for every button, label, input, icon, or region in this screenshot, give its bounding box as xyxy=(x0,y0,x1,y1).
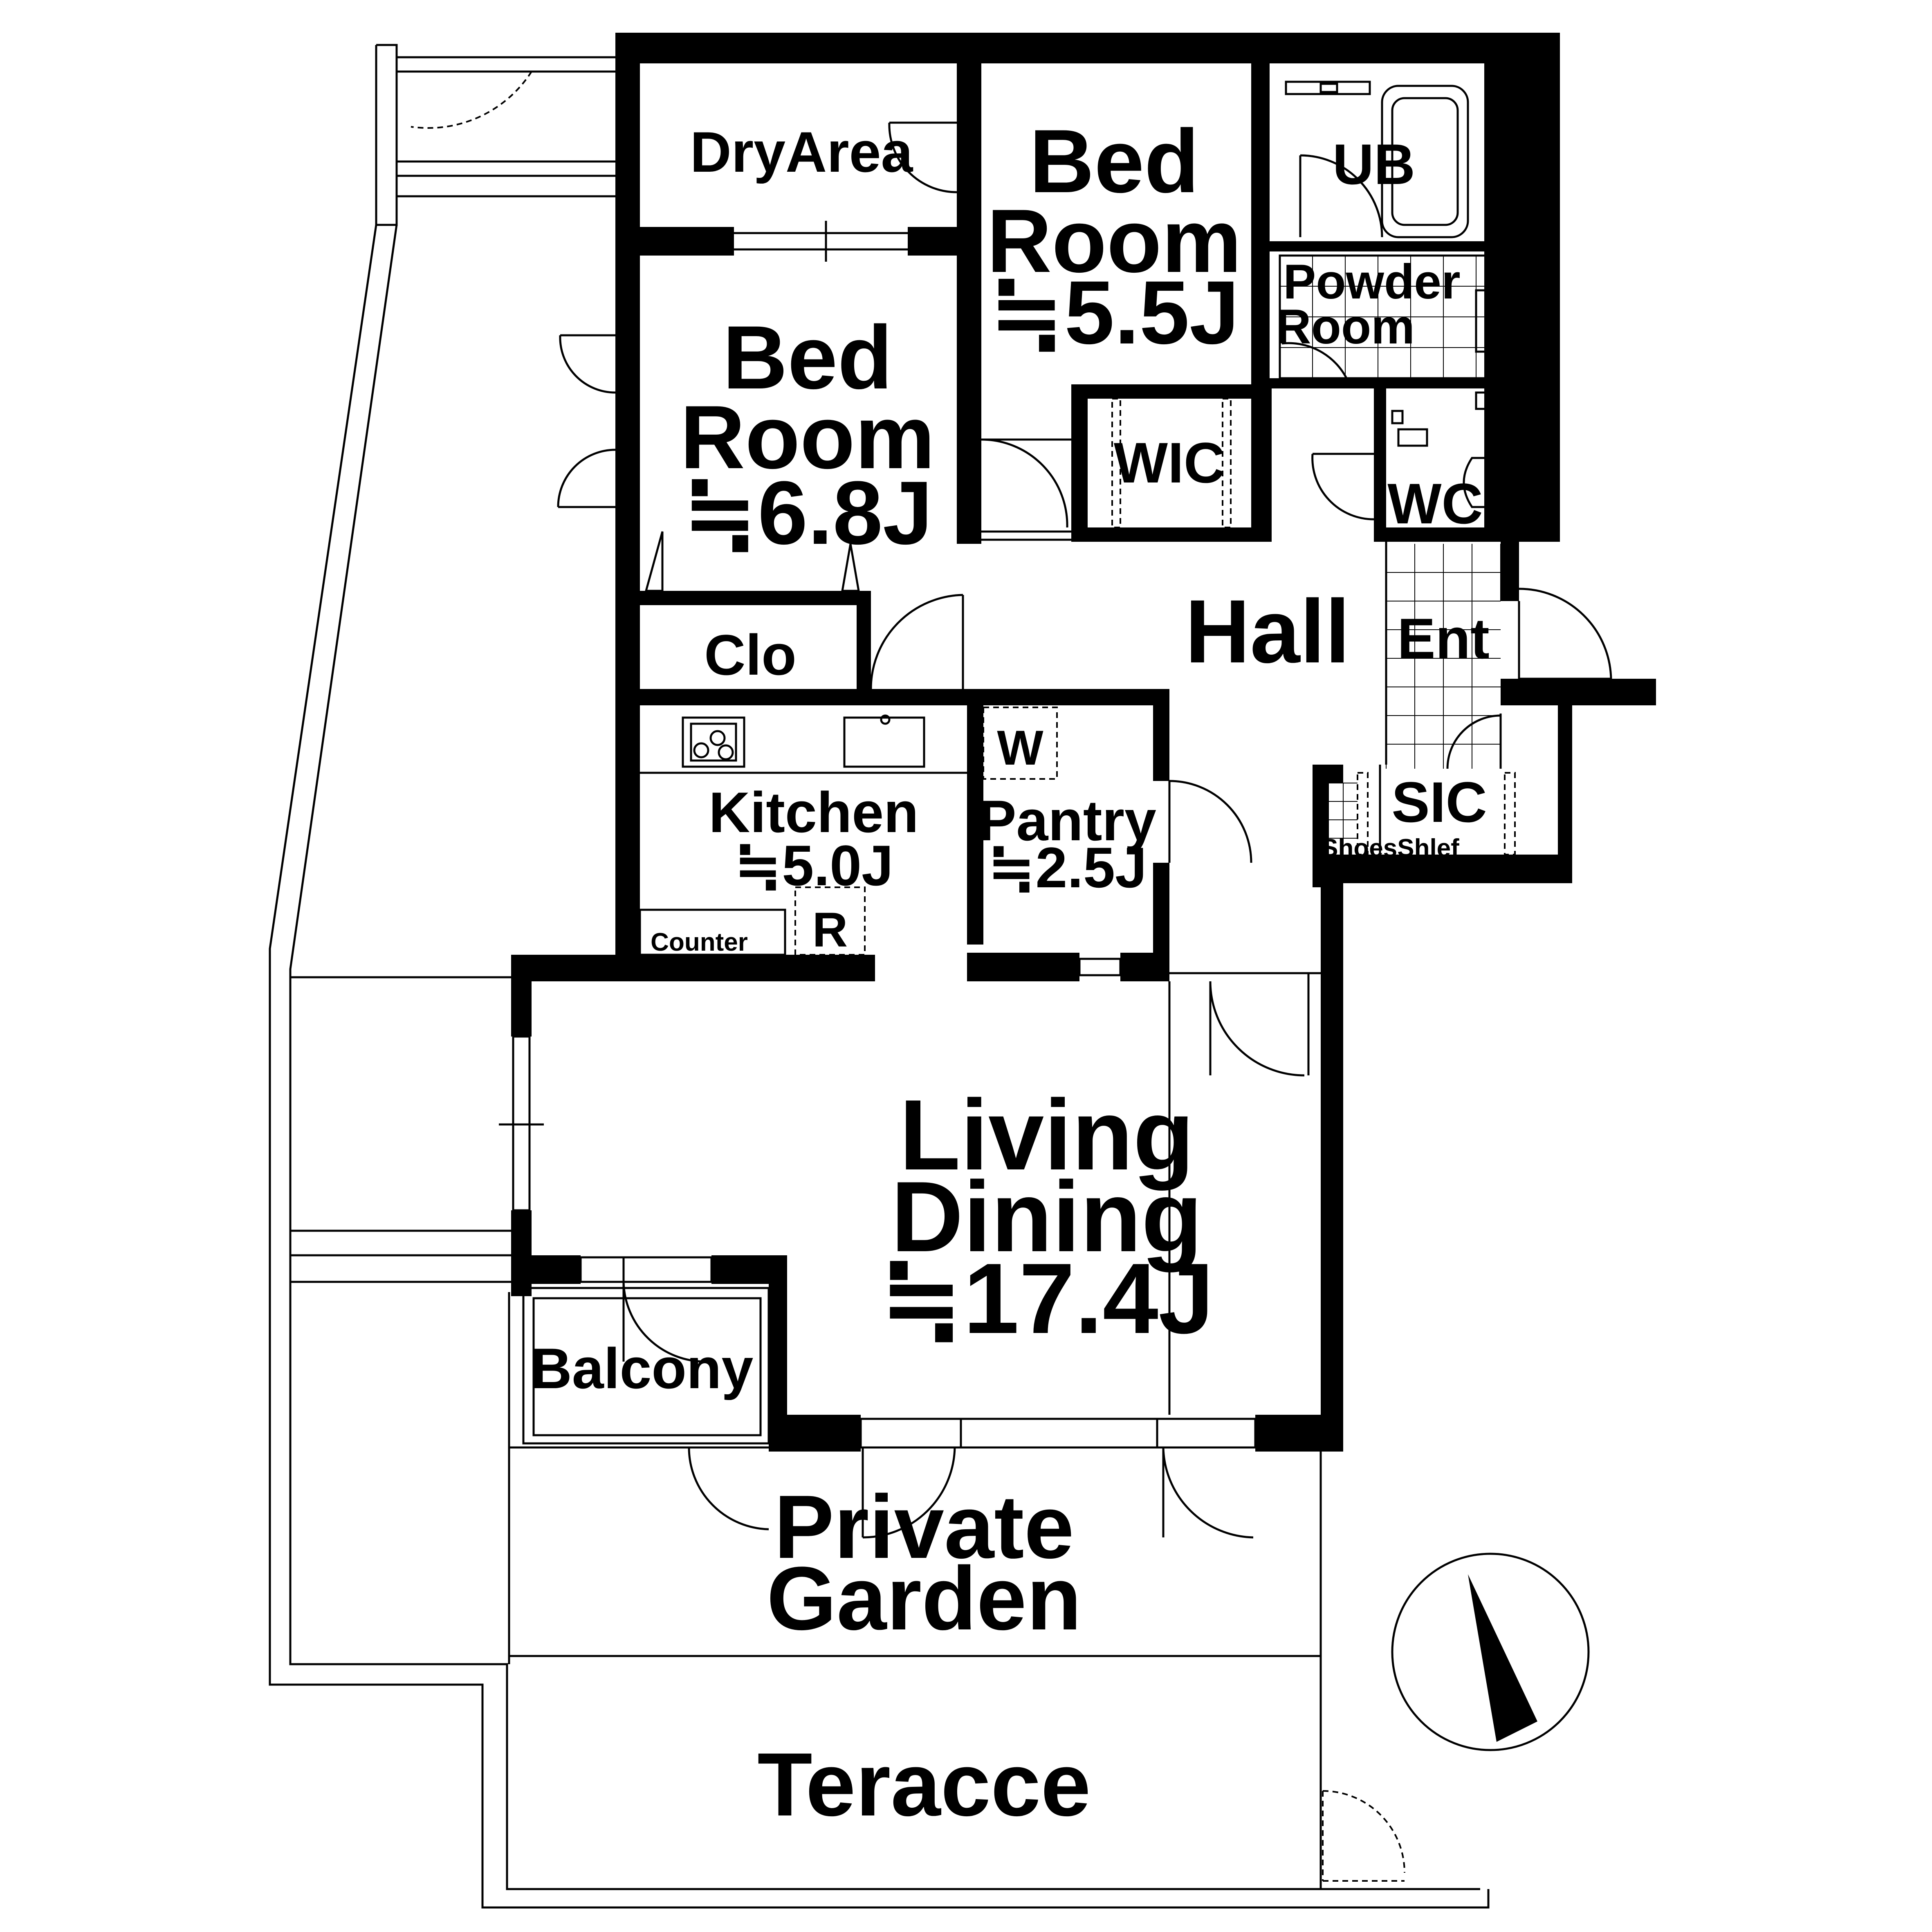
bed-room-1-size: ≒5.5J xyxy=(989,262,1240,363)
bed-room-2-line2: Room xyxy=(680,387,935,487)
washer-label: W xyxy=(997,720,1043,775)
hall-label: Hall xyxy=(1185,581,1350,682)
doors xyxy=(411,71,1612,1882)
kitchen-sink-icon xyxy=(843,716,925,768)
wic-label: WIC xyxy=(1114,431,1225,495)
pantry-size: ≒2.5J xyxy=(987,835,1147,900)
shoes-shelf-label: ShoesShlef xyxy=(1321,834,1459,862)
balcony-label: Balcony xyxy=(531,1336,754,1400)
private-garden-line1: Private xyxy=(774,1476,1074,1577)
wc-label: WC xyxy=(1387,471,1483,536)
sic-label: SIC xyxy=(1391,770,1487,834)
room-labels: DryArea Bed Room ≒6.8J Bed Room ≒5.5J UB… xyxy=(531,111,1490,1835)
powder-room-line1: Powder xyxy=(1283,254,1460,309)
toilet-icon xyxy=(1463,457,1530,508)
bed-room-1-line1: Bed xyxy=(1029,111,1199,211)
powder-room-line2: Room xyxy=(1276,299,1415,354)
north-arrow-icon xyxy=(1391,1553,1590,1751)
fixtures xyxy=(639,81,1535,956)
living-dining-size: ≒17.4J xyxy=(880,1242,1214,1354)
clo-label: Clo xyxy=(704,623,797,687)
private-garden-line2: Garden xyxy=(767,1548,1082,1649)
ub-label: UB xyxy=(1333,132,1415,196)
bed-room-1-line2: Room xyxy=(987,191,1241,291)
counter-label: Counter xyxy=(651,928,748,956)
bed-room-2-size: ≒6.8J xyxy=(682,462,933,563)
kitchen-label: Kitchen xyxy=(709,780,918,844)
living-dining-line2: Dining xyxy=(891,1160,1203,1272)
bed-room-2-line1: Bed xyxy=(723,307,893,408)
stove-icon xyxy=(682,716,745,768)
fridge-label: R xyxy=(812,902,848,957)
bathtub-icon xyxy=(1381,85,1469,238)
ent-label: Ent xyxy=(1397,606,1490,671)
living-dining-line1: Living xyxy=(899,1079,1194,1191)
walls xyxy=(511,33,1656,1452)
dry-area-label: DryArea xyxy=(690,120,913,184)
kitchen-size: ≒5.0J xyxy=(734,833,893,898)
terrace-label: Teracce xyxy=(757,1734,1091,1835)
pantry-label: Pantry xyxy=(978,788,1156,853)
